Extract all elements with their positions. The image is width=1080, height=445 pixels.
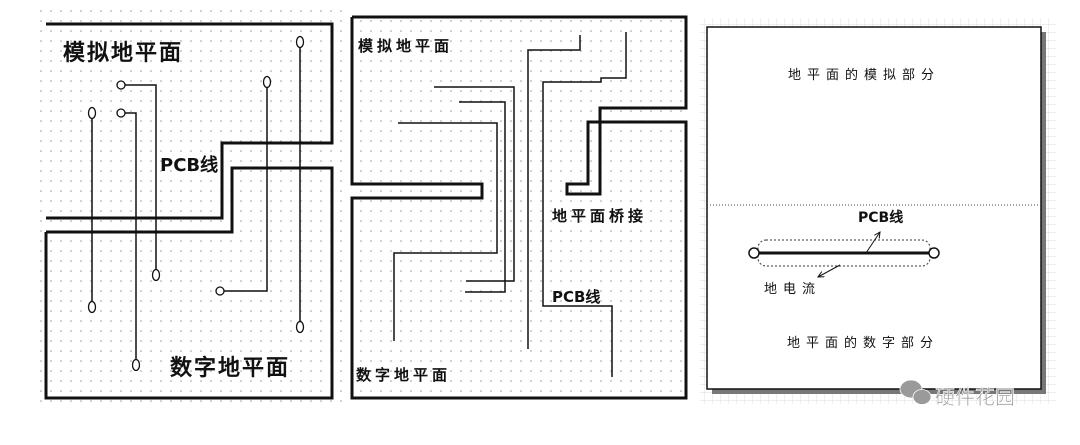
trace-pad-left bbox=[748, 247, 760, 259]
ground-current-label: 地电流 bbox=[764, 282, 821, 297]
analog-plane-outline bbox=[350, 15, 688, 400]
pad bbox=[87, 106, 97, 120]
pad bbox=[215, 286, 225, 296]
panel-split-ground-planes: 模拟地平面 数字地平面 PCB线 bbox=[36, 8, 344, 410]
pad bbox=[87, 300, 97, 314]
traces bbox=[91, 42, 301, 365]
pad bbox=[151, 268, 161, 282]
trace-4 bbox=[542, 32, 627, 377]
pad bbox=[262, 75, 272, 89]
bridge-label: 地平面桥接 bbox=[552, 207, 647, 225]
watermark-text: 硬件花园 bbox=[935, 385, 1015, 409]
panel-bridged-ground-planes: 模拟地平面 数字地平面 地平面桥接 PCB线 bbox=[350, 15, 688, 400]
analog-plane-label: 模拟地平面 bbox=[358, 37, 453, 55]
trace-3 bbox=[393, 122, 498, 341]
trace-pad-right bbox=[928, 247, 940, 259]
trace-4 bbox=[220, 82, 268, 292]
trace-arrow bbox=[865, 232, 880, 254]
panel-single-ground-plane: 地平面的模拟部分 地平面的数字部分 PCB线 地电流 bbox=[700, 18, 1056, 404]
digital-section-label: 地平面的数字部分 bbox=[787, 335, 939, 351]
wechat-icon bbox=[899, 379, 932, 405]
analog-plane-outline bbox=[46, 22, 334, 220]
digital-plane-label: 数字地平面 bbox=[356, 366, 451, 384]
current-arrow bbox=[818, 264, 841, 277]
pad bbox=[116, 108, 126, 118]
trace-3 bbox=[121, 112, 137, 365]
traces bbox=[393, 32, 627, 377]
pad bbox=[295, 35, 305, 49]
analog-section-label: 地平面的模拟部分 bbox=[788, 67, 940, 83]
pad bbox=[116, 80, 126, 90]
digital-plane-outline bbox=[44, 166, 334, 400]
trace-terminals bbox=[87, 35, 305, 372]
trace-5 bbox=[527, 35, 581, 349]
trace-2 bbox=[121, 84, 157, 275]
trace-2 bbox=[459, 101, 506, 293]
trace-1 bbox=[434, 86, 515, 282]
watermark: 硬件花园 bbox=[899, 379, 1015, 409]
pad bbox=[295, 320, 305, 334]
ground-plane bbox=[706, 26, 1042, 390]
pcb-trace-label: PCB线 bbox=[858, 209, 903, 226]
dot-grid-background bbox=[352, 17, 686, 399]
dot-grid-background bbox=[36, 8, 344, 410]
pcb-trace-label: PCB线 bbox=[160, 154, 218, 176]
pcb-trace-label: PCB线 bbox=[552, 288, 600, 306]
analog-plane-label: 模拟地平面 bbox=[63, 41, 183, 66]
pad bbox=[131, 358, 141, 372]
digital-plane-label: 数字地平面 bbox=[170, 355, 290, 381]
